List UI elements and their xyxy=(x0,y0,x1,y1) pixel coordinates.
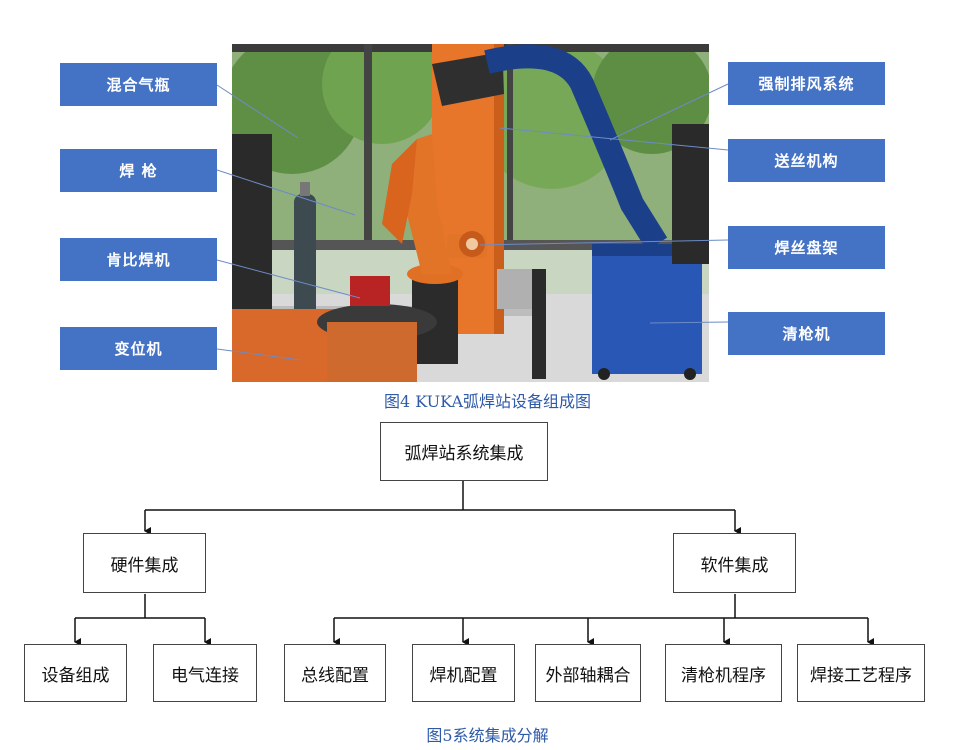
root-node: 弧焊站系统集成 xyxy=(380,422,548,481)
node-welding-process: 焊接工艺程序 xyxy=(797,644,925,702)
node-welder-config: 焊机配置 xyxy=(412,644,515,702)
node-cleaner-program: 清枪机程序 xyxy=(665,644,782,702)
label-gas-cylinder: 混合气瓶 xyxy=(60,63,217,106)
label-positioner: 变位机 xyxy=(60,327,217,370)
welding-station-photo xyxy=(232,44,709,382)
label-kemppi-welder: 肯比焊机 xyxy=(60,238,217,281)
label-torch-cleaner: 清枪机 xyxy=(728,312,885,355)
label-wire-spool-rack: 焊丝盘架 xyxy=(728,226,885,269)
node-bus-config: 总线配置 xyxy=(284,644,386,702)
figure4-caption: 图4 KUKA弧焊站设备组成图 xyxy=(384,392,591,411)
label-wire-feeder: 送丝机构 xyxy=(728,139,885,182)
label-exhaust-system: 强制排风系统 xyxy=(728,62,885,105)
node-electrical: 电气连接 xyxy=(153,644,257,702)
hardware-node: 硬件集成 xyxy=(83,533,206,593)
label-welding-torch: 焊 枪 xyxy=(60,149,217,192)
node-external-axis: 外部轴耦合 xyxy=(535,644,641,702)
figure5-caption: 图5系统集成分解 xyxy=(426,726,549,745)
software-node: 软件集成 xyxy=(673,533,796,593)
node-equipment: 设备组成 xyxy=(24,644,127,702)
